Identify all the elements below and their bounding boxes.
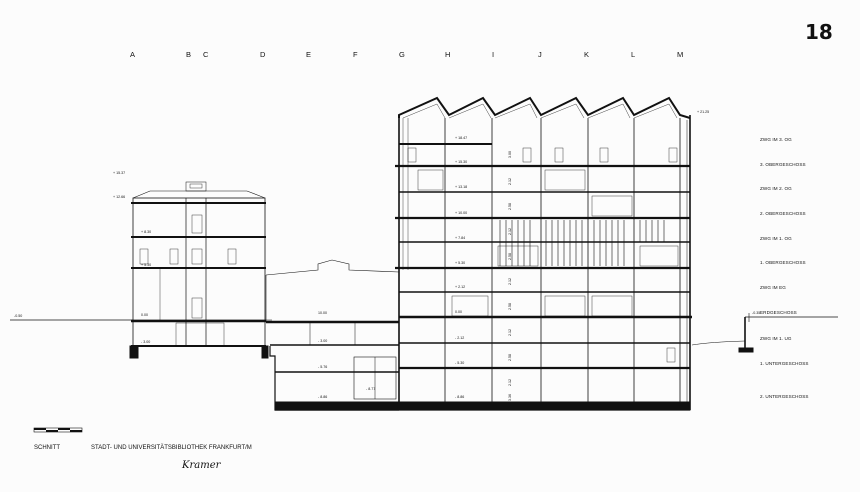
floor-label-zwg-1og: ZWG IM 1. OG	[760, 236, 792, 241]
elevation-old-4: - 3.00	[141, 340, 150, 344]
middle-wing	[265, 259, 400, 411]
floor-label-1ug: 1. UNTERGESCHOSS	[760, 361, 809, 366]
elevation-markers: -0.50 -0.35 + 21.25 + 15.37 + 12.66 + 18…	[14, 110, 760, 399]
grid-axis-k: K	[584, 50, 589, 59]
retaining-wall	[738, 313, 754, 353]
elevation-right-ground: -0.35	[752, 311, 760, 315]
floor-label-zwg-1ug: ZWG IM 1. UG	[760, 336, 792, 341]
sheet-number: 18	[805, 20, 833, 44]
height-10: 2.12	[508, 379, 512, 386]
floor-label-eg: ERDGESCHOSS	[760, 310, 797, 315]
elevation-main-10: - 5.30	[455, 361, 464, 365]
height-1: 3.00	[508, 151, 512, 158]
elevation-main-2: + 15.30	[455, 160, 467, 164]
grid-axis-i: I	[492, 50, 494, 59]
elevation-mid-4: - 8.86	[318, 395, 327, 399]
grid-axis-h: H	[445, 50, 450, 59]
elevation-main-11: - 8.86	[455, 395, 464, 399]
grid-axis-g: G	[399, 50, 405, 59]
elevation-main-9: - 2.12	[455, 336, 464, 340]
floor-labels: ZWG IM 3. OG 3. OBERGESCHOSS ZWG IM 2. O…	[760, 137, 809, 399]
grid-axis-a: A	[130, 50, 135, 59]
main-building	[274, 96, 692, 411]
elevation-main-4: + 10.00	[455, 211, 467, 215]
drawing-type: SCHNITT	[34, 445, 60, 451]
elevation-left-ground: -0.50	[14, 314, 22, 318]
height-8: 2.12	[508, 329, 512, 336]
elevation-roof-right: + 21.25	[697, 110, 709, 114]
elevation-mid-2: - 3.00	[318, 339, 327, 343]
grid-axis-c: C	[203, 50, 209, 59]
height-3: 2.58	[508, 203, 512, 210]
elevation-old-roof: + 15.37	[113, 171, 125, 175]
grid-axis-m: M	[677, 50, 683, 59]
grid-axis-d: D	[260, 50, 266, 59]
floor-label-zwg-3og: ZWG IM 3. OG	[760, 137, 792, 142]
elevation-old-3: 0.00	[141, 313, 148, 317]
elevation-mid-5: - 8.77	[366, 387, 375, 391]
grid-axis-j: J	[538, 50, 542, 59]
elevation-main-3: + 13.18	[455, 185, 467, 189]
floor-label-2og: 2. OBERGESCHOSS	[760, 211, 806, 216]
height-6: 2.12	[508, 278, 512, 285]
height-9: 2.58	[508, 354, 512, 361]
architect-signature: Kramer	[181, 460, 222, 471]
elevation-mid-1: 10.00	[318, 311, 327, 315]
elevation-main-1: + 18.47	[455, 136, 467, 140]
storey-heights: 3.00 2.12 2.58 2.12 2.58 2.12 2.58 2.12 …	[508, 151, 512, 401]
elevation-old-eave: + 12.66	[113, 195, 125, 199]
elevation-main-8: 0.00	[455, 310, 462, 314]
height-7: 2.58	[508, 303, 512, 310]
elevation-main-7: + 2.12	[455, 285, 465, 289]
height-2: 2.12	[508, 178, 512, 185]
grid-axis-e: E	[306, 50, 311, 59]
elevation-old-1: + 8.30	[141, 230, 151, 234]
elevation-mid-3: - 5.76	[318, 365, 327, 369]
floor-label-3og: 3. OBERGESCHOSS	[760, 162, 806, 167]
scale-bar	[33, 427, 83, 433]
height-5: 2.58	[508, 253, 512, 260]
height-4: 2.12	[508, 228, 512, 235]
grid-axis-f: F	[353, 50, 358, 59]
grid-axis-b: B	[186, 50, 191, 59]
elevation-main-5: + 7.84	[455, 236, 465, 240]
floor-label-zwg-2og: ZWG IM 2. OG	[760, 186, 792, 191]
drawing-title: STADT- UND UNIVERSITÄTSBIBLIOTHEK FRANKF…	[91, 444, 252, 451]
elevation-main-6: + 5.30	[455, 261, 465, 265]
floor-label-1og: 1. OBERGESCHOSS	[760, 260, 806, 265]
floor-label-2ug: 2. UNTERGESCHOSS	[760, 394, 809, 399]
old-building	[129, 181, 269, 359]
grid-axis-labels: A B C D E F G H I J K L M	[130, 50, 683, 59]
height-11: 3.36	[508, 394, 512, 401]
elevation-old-2: + 5.30	[141, 263, 151, 267]
grid-axis-l: L	[631, 50, 635, 59]
floor-label-zwg-eg: ZWG IM EG	[760, 285, 786, 290]
